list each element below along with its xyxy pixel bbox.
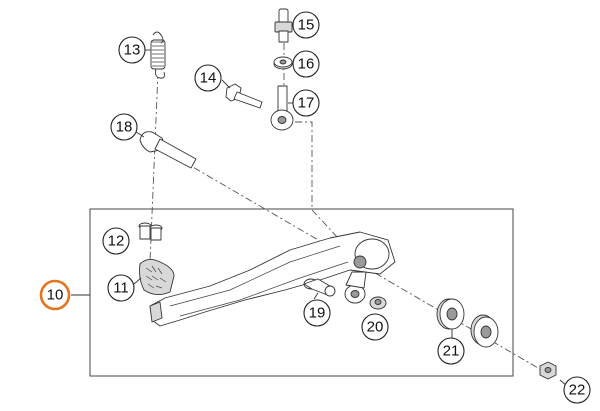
nipple-part — [274, 8, 293, 43]
callout-10-label: 10 — [47, 287, 64, 304]
callout-11[interactable]: 11 — [107, 274, 135, 302]
callout-14-label: 14 — [200, 70, 217, 87]
callout-18[interactable]: 18 — [110, 113, 138, 141]
pivot-pin-part — [270, 85, 294, 131]
leader-14 — [221, 79, 231, 89]
long-bolt-part — [139, 131, 197, 169]
axis-line-spring — [149, 71, 159, 263]
callout-20-label: 20 — [367, 319, 384, 336]
callout-14[interactable]: 14 — [194, 64, 222, 92]
callout-19-label: 19 — [309, 305, 326, 322]
callout-16-label: 16 — [298, 56, 315, 73]
bolt-part — [225, 83, 263, 109]
step-plate-part — [139, 259, 175, 295]
bushing-part — [303, 278, 336, 297]
callout-15[interactable]: 15 — [292, 11, 320, 39]
nut-part — [273, 56, 293, 70]
callout-12[interactable]: 12 — [102, 227, 130, 255]
callout-13[interactable]: 13 — [118, 36, 146, 64]
callout-19[interactable]: 19 — [303, 299, 331, 327]
assembly-frame — [89, 208, 514, 377]
callout-16[interactable]: 16 — [292, 50, 320, 78]
callout-18-label: 18 — [116, 119, 133, 136]
callout-13-label: 13 — [124, 42, 141, 59]
callout-21-label: 21 — [443, 343, 460, 360]
callout-11-label: 11 — [113, 280, 129, 297]
callout-22-label: 22 — [569, 382, 586, 399]
callout-15-label: 15 — [298, 17, 315, 34]
bearing-parts — [436, 298, 499, 348]
spring-part — [150, 31, 166, 79]
callout-22[interactable]: 22 — [563, 376, 591, 404]
callout-17-label: 17 — [298, 95, 315, 112]
callout-17[interactable]: 17 — [292, 89, 320, 117]
callout-21[interactable]: 21 — [437, 337, 465, 365]
leader-11 — [133, 277, 142, 285]
leader-19 — [313, 292, 319, 300]
screw-parts — [138, 222, 163, 241]
callout-10[interactable]: 10 — [39, 279, 71, 311]
small-nut-part — [369, 296, 387, 310]
callout-20[interactable]: 20 — [361, 313, 389, 341]
end-nut-part — [539, 361, 557, 380]
brake-pedal-part — [149, 231, 396, 327]
callout-12-label: 12 — [108, 233, 125, 250]
